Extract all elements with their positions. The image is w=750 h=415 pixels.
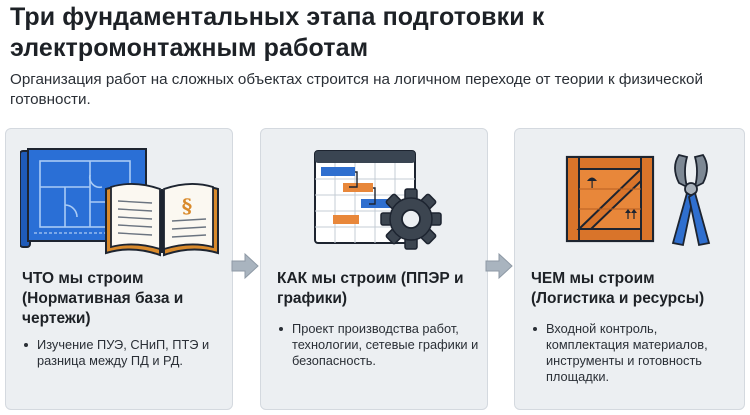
gantt-chart-and-gear-icon xyxy=(261,129,487,259)
stage-card-how: КАК мы строим (ППЭР и графики) Проект пр… xyxy=(260,128,488,410)
stage-title: ЧТО мы строим (Нормативная база и чертеж… xyxy=(22,270,184,327)
stage-bullets: Изучение ПУЭ, СНиП, ПТЭ и разница между … xyxy=(22,337,227,369)
book-icon: § xyxy=(105,183,219,257)
stage-bullets: Проект производства работ, технологии, с… xyxy=(277,321,482,369)
list-item: Изучение ПУЭ, СНиП, ПТЭ и разница между … xyxy=(22,337,227,369)
gear-icon xyxy=(380,188,442,250)
stage-card-with-what: ЧЕМ мы строим (Логистика и ресурсы) Вход… xyxy=(514,128,745,410)
crate-and-pliers-icon xyxy=(515,129,744,259)
list-item: Входной контроль, комплектация материало… xyxy=(531,321,736,385)
crate-icon xyxy=(565,155,655,243)
arrow-right-icon xyxy=(485,252,513,280)
list-item: Проект производства работ, технологии, с… xyxy=(277,321,482,369)
arrow-right-icon xyxy=(231,252,259,280)
section-symbol: § xyxy=(182,194,192,218)
stage-title: ЧЕМ мы строим (Логистика и ресурсы) xyxy=(531,270,705,307)
page-subtitle: Организация работ на сложных объектах ст… xyxy=(10,71,703,108)
page-title: Три фундаментальных этапа подготовки к э… xyxy=(10,3,545,62)
pliers-icon xyxy=(671,153,711,247)
stage-bullets: Входной контроль, комплектация материало… xyxy=(531,321,736,385)
stage-card-what: § ЧТО мы строим (Нормативная база и черт… xyxy=(5,128,233,410)
stage-title: КАК мы строим (ППЭР и графики) xyxy=(277,270,464,307)
blueprint-and-book-icon: § xyxy=(6,129,232,259)
